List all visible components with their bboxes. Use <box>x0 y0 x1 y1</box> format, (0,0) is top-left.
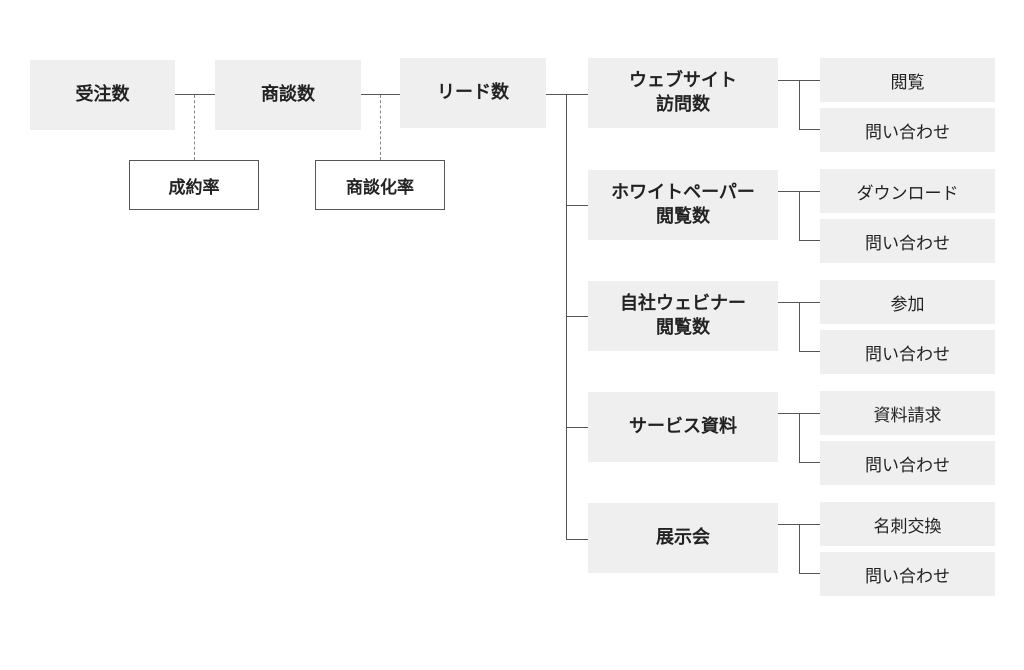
channel-service-docs: サービス資料 <box>588 392 778 462</box>
action-view: 閲覧 <box>820 58 995 102</box>
channel-trunk <box>566 94 567 540</box>
leaf-branch-2b <box>799 240 820 241</box>
action-download: ダウンロード <box>820 169 995 213</box>
leaf-branch-1b <box>799 129 820 130</box>
action-card-exchange: 名刺交換 <box>820 502 995 546</box>
leaf-branch-3b <box>799 351 820 352</box>
channel-website: ウェブサイト 訪問数 <box>588 58 778 128</box>
action-attend: 参加 <box>820 280 995 324</box>
channel-webinar: 自社ウェビナー 閲覧数 <box>588 281 778 351</box>
dotted-link-deal-rate <box>380 95 381 160</box>
connector-deals-leads <box>361 94 400 95</box>
channel-whitepaper: ホワイトペーパー 閲覧数 <box>588 170 778 240</box>
leaf-trunk-3 <box>799 302 800 352</box>
leaf-trunk-1 <box>799 80 800 130</box>
leads-node: リード数 <box>400 58 546 128</box>
branch-channel-2 <box>566 205 588 206</box>
branch-channel-1 <box>566 94 588 95</box>
connector-orders-deals <box>175 94 215 95</box>
action-inquiry-1: 問い合わせ <box>820 108 995 152</box>
deals-node: 商談数 <box>215 60 361 130</box>
action-request-docs: 資料請求 <box>820 391 995 435</box>
win-rate-box: 成約率 <box>129 160 259 210</box>
branch-channel-4 <box>566 427 588 428</box>
leaf-trunk-2 <box>799 191 800 241</box>
action-inquiry-4: 問い合わせ <box>820 441 995 485</box>
action-inquiry-5: 問い合わせ <box>820 552 995 596</box>
leaf-trunk-5 <box>799 524 800 574</box>
action-inquiry-2: 問い合わせ <box>820 219 995 263</box>
leaf-branch-4b <box>799 462 820 463</box>
leaf-branch-5b <box>799 573 820 574</box>
action-inquiry-3: 問い合わせ <box>820 330 995 374</box>
deal-rate-box: 商談化率 <box>315 160 445 210</box>
branch-channel-3 <box>566 316 588 317</box>
orders-node: 受注数 <box>30 60 175 130</box>
channel-exhibition: 展示会 <box>588 503 778 573</box>
leaf-trunk-4 <box>799 413 800 463</box>
dotted-link-win-rate <box>194 95 195 160</box>
branch-channel-5 <box>566 539 588 540</box>
